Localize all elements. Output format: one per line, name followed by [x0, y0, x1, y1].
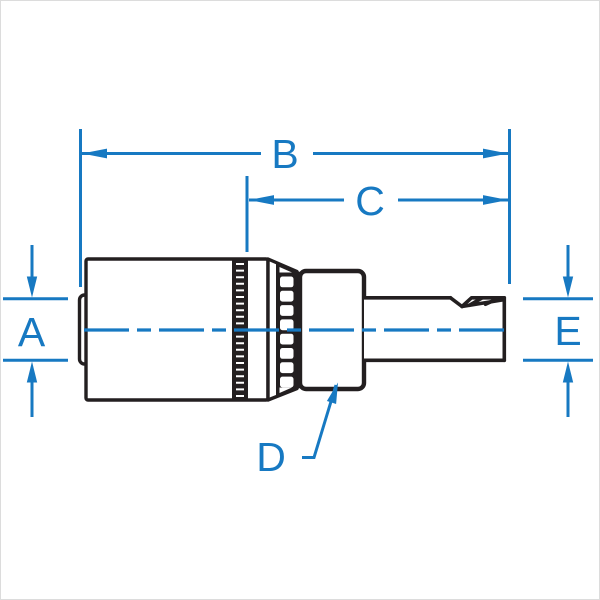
crimp-window-partial-bottom: [279, 387, 292, 393]
crimp-window: [280, 348, 294, 359]
dimension-label-b: B: [271, 131, 298, 177]
dimension-a: A: [3, 245, 68, 417]
arrowhead-b-right: [483, 148, 508, 159]
dimension-label-c: C: [355, 178, 385, 224]
skive-notch: [448, 296, 507, 309]
crimp-window: [280, 376, 294, 388]
arrowhead-c-right: [483, 195, 508, 205]
dimension-label-a: A: [18, 309, 46, 355]
dimension-label-e: E: [554, 308, 581, 354]
crimp-window: [280, 276, 294, 288]
arrowhead-e-bottom: [562, 361, 574, 383]
crimp-windows: [280, 276, 294, 388]
arrowhead-e-top: [562, 276, 574, 298]
arrowhead-b-left: [82, 148, 107, 159]
arrowhead-c-left: [249, 195, 274, 205]
skive-hatch: [483, 297, 499, 306]
leader-d: D: [256, 382, 338, 480]
crimp-window: [280, 290, 294, 302]
arrowhead-d: [326, 382, 338, 404]
crimp-window-partial-top: [279, 267, 292, 273]
dimension-c: C: [245, 176, 508, 252]
dimension-e: E: [523, 245, 593, 417]
dimension-b: B: [79, 129, 511, 287]
skive-hatch: [467, 296, 483, 307]
crimp-window: [280, 319, 294, 331]
crimp-window: [280, 362, 294, 374]
arrowhead-a-top: [26, 276, 38, 298]
arrowhead-a-bottom: [26, 361, 38, 383]
crimp-window: [280, 333, 294, 345]
leader-line-d: [302, 384, 338, 459]
crimp-window: [280, 305, 294, 316]
dimension-label-d: D: [256, 434, 286, 480]
